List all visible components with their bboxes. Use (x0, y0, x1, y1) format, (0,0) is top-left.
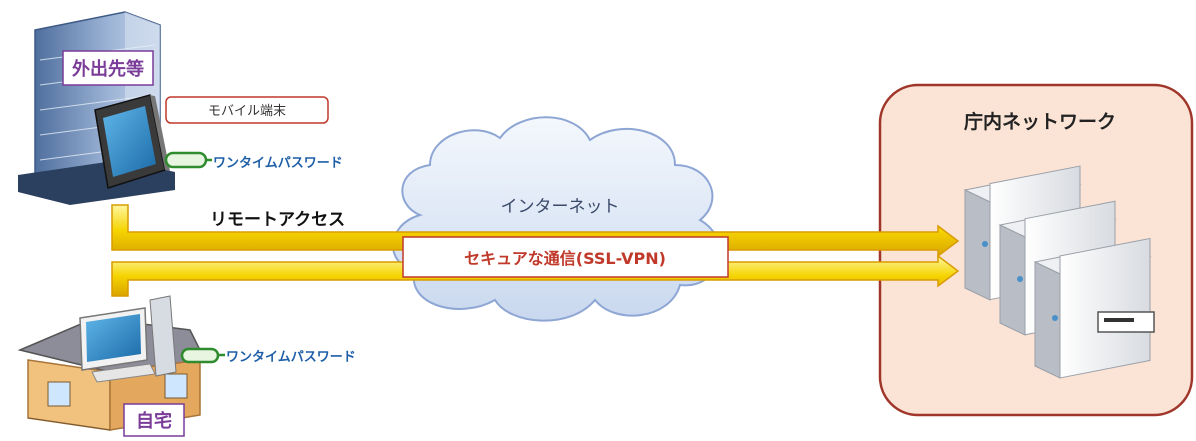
secure-comm-label: セキュアな通信(SSL-VPN) (464, 249, 666, 268)
mobile-device-label: モバイル端末 (208, 104, 286, 119)
home-box (123, 403, 185, 437)
outside-location-box (62, 50, 154, 86)
office-network-label: 庁内ネットワーク (964, 110, 1116, 133)
mobile-tablet-icon (94, 94, 170, 189)
internet-cloud: インターネット (392, 116, 721, 322)
otp-top-label: ワンタイムパスワード (213, 156, 343, 171)
mobile-device-box (165, 96, 329, 124)
outside-location-label: 外出先等 (72, 58, 144, 80)
remote-access-label: リモートアクセス (210, 210, 345, 230)
internet-label: インターネット (501, 197, 620, 217)
secure-comm-box: セキュアな通信(SSL-VPN) (402, 236, 729, 278)
otp-bottom-label: ワンタイムパスワード (226, 350, 356, 365)
key-icon (180, 347, 225, 364)
home-label: 自宅 (136, 410, 172, 432)
desktop-pc-icon (79, 295, 177, 383)
server-icon (963, 165, 1155, 379)
key-icon (164, 151, 212, 169)
